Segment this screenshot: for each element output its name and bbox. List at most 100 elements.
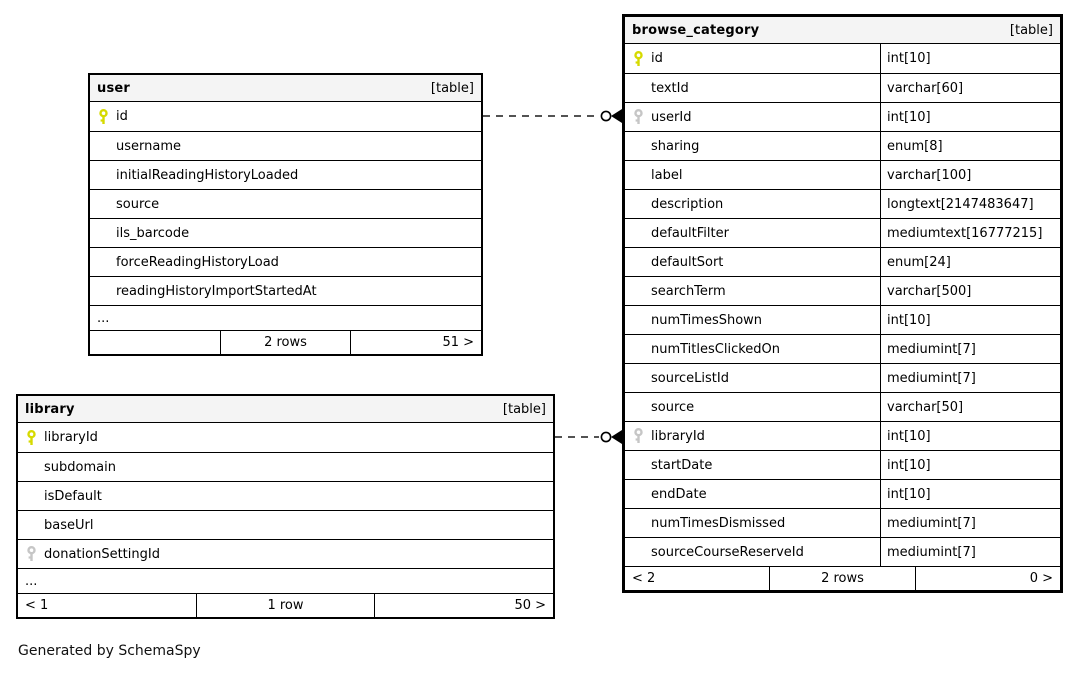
column-name: endDate <box>651 486 707 502</box>
column-name-cell: textId <box>625 74 880 102</box>
column-name-cell: initialReadingHistoryLoaded <box>90 161 481 189</box>
column-name-cell: startDate <box>625 451 880 479</box>
column-row-id: id int[10] <box>625 44 1060 73</box>
column-row-searchTerm: searchTerm varchar[500] <box>625 276 1060 305</box>
column-name: isDefault <box>44 488 102 504</box>
column-type: enum[8] <box>880 132 1060 160</box>
column-row-ils_barcode: ils_barcode <box>90 218 481 247</box>
column-name: numTimesDismissed <box>651 515 786 531</box>
table-header: user [table] <box>90 75 481 102</box>
column-name-cell: sourceCourseReserveId <box>625 538 880 566</box>
column-name-cell: ... <box>90 306 481 330</box>
column-name-cell: searchTerm <box>625 277 880 305</box>
column-name-cell: ... <box>18 569 553 593</box>
column-row-label: label varchar[100] <box>625 160 1060 189</box>
column-name: sharing <box>651 138 700 154</box>
column-row-startDate: startDate int[10] <box>625 450 1060 479</box>
column-name: id <box>651 51 663 66</box>
foreign-key-icon <box>625 428 651 444</box>
footer-prev-indicator <box>90 331 220 354</box>
column-name: source <box>651 399 695 415</box>
column-type: mediumint[7] <box>880 335 1060 363</box>
column-row-forceReadingHistoryLoad: forceReadingHistoryLoad <box>90 247 481 276</box>
table-title[interactable]: user <box>97 80 131 96</box>
table-title[interactable]: browse_category <box>632 22 760 38</box>
table-header: browse_category [table] <box>625 17 1060 44</box>
column-name-cell: libraryId <box>18 423 553 452</box>
column-name: subdomain <box>44 459 116 475</box>
more-columns-row: ... <box>90 305 481 330</box>
column-name: startDate <box>651 457 713 473</box>
column-name: libraryId <box>44 430 98 445</box>
column-name: ... <box>97 310 110 326</box>
table-user[interactable]: user [table] id username initialReadingHisto… <box>88 73 483 356</box>
column-row-readingHistoryImportStartedAt: readingHistoryImportStartedAt <box>90 276 481 305</box>
table-footer: 2 rows 51 > <box>90 330 481 354</box>
table-library[interactable]: library [table] libraryId subdomain isDefaul… <box>16 394 555 619</box>
column-name-cell: id <box>625 44 880 73</box>
column-type: mediumint[7] <box>880 538 1060 566</box>
footer-more-columns-indicator: 0 > <box>1029 571 1053 586</box>
column-row-isDefault: isDefault <box>18 481 553 510</box>
column-name-cell: ils_barcode <box>90 219 481 247</box>
column-type: int[10] <box>880 44 1060 73</box>
column-name-cell: readingHistoryImportStartedAt <box>90 277 481 305</box>
column-row-libraryId: libraryId int[10] <box>625 421 1060 450</box>
column-name: userId <box>651 109 692 125</box>
more-columns-row: ... <box>18 568 553 593</box>
table-type-badge: [table] <box>502 401 546 417</box>
footer-more-columns-indicator: 50 > <box>514 598 547 613</box>
column-type: varchar[100] <box>880 161 1060 189</box>
column-name-cell: sourceListId <box>625 364 880 392</box>
column-name: defaultSort <box>651 254 724 270</box>
generated-by-note: Generated by SchemaSpy <box>18 643 201 659</box>
footer-prev-indicator: < 1 <box>25 598 49 613</box>
table-type-badge: [table] <box>430 80 474 96</box>
column-name: description <box>651 196 724 212</box>
column-row-id: id <box>90 102 481 131</box>
column-type: varchar[500] <box>880 277 1060 305</box>
footer-row-count: 2 rows <box>219 331 352 354</box>
column-name: numTitlesClickedOn <box>651 341 781 357</box>
column-rows: id username initialReadingHistoryLoaded sou… <box>90 102 481 330</box>
column-name: label <box>651 167 683 183</box>
footer-more-columns-indicator: 51 > <box>442 335 475 350</box>
foreign-key-icon <box>18 546 44 562</box>
column-name-cell: numTimesShown <box>625 306 880 334</box>
column-name-cell: subdomain <box>18 453 553 481</box>
primary-key-icon <box>18 429 44 446</box>
column-type: int[10] <box>880 306 1060 334</box>
column-name: username <box>116 138 181 154</box>
column-name: ils_barcode <box>116 225 190 241</box>
column-name: source <box>116 196 160 212</box>
column-name: sourceListId <box>651 370 729 386</box>
foreign-key-icon <box>625 109 651 125</box>
column-name: defaultFilter <box>651 225 729 241</box>
column-name: initialReadingHistoryLoaded <box>116 167 299 183</box>
column-row-libraryId: libraryId <box>18 423 553 452</box>
column-name: searchTerm <box>651 283 726 299</box>
column-row-sharing: sharing enum[8] <box>625 131 1060 160</box>
column-type: int[10] <box>880 422 1060 450</box>
column-row-sourceListId: sourceListId mediumint[7] <box>625 363 1060 392</box>
column-row-donationSettingId: donationSettingId <box>18 539 553 568</box>
column-name-cell: numTitlesClickedOn <box>625 335 880 363</box>
column-type: mediumint[7] <box>880 364 1060 392</box>
table-type-badge: [table] <box>1009 22 1053 38</box>
table-title[interactable]: library <box>25 401 75 417</box>
column-name-cell: username <box>90 132 481 160</box>
column-name: libraryId <box>651 428 705 444</box>
column-row-source: source <box>90 189 481 218</box>
column-row-baseUrl: baseUrl <box>18 510 553 539</box>
column-type: int[10] <box>880 451 1060 479</box>
